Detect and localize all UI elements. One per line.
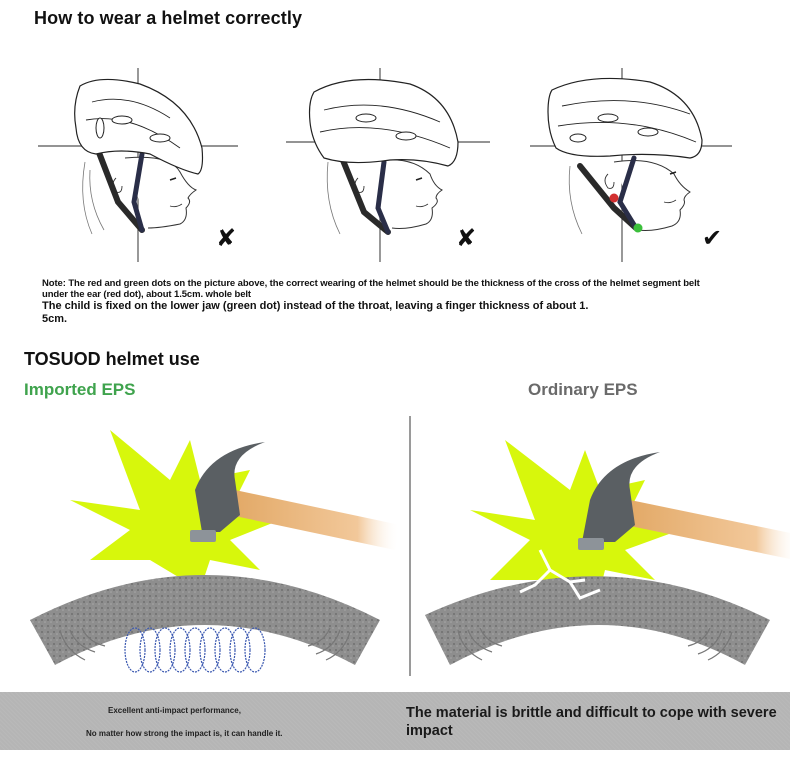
green-dot-marker	[633, 223, 643, 233]
helmet-ridges	[319, 104, 451, 149]
wrong-mark-icon: ✘	[456, 225, 476, 252]
eye	[169, 177, 177, 181]
helmet-vent	[597, 113, 619, 123]
helmet-vent	[111, 115, 133, 125]
helmet-vent	[569, 133, 587, 143]
hair-lines	[82, 161, 105, 235]
strap-front	[375, 159, 391, 235]
helmet-shell	[308, 78, 459, 167]
imported-eps-label: Imported EPS	[24, 380, 136, 399]
section-title: TOSUOD helmet use	[24, 349, 200, 369]
pressure-arrows-right	[687, 627, 733, 661]
footer-banner	[0, 692, 790, 750]
ordinary-eps-label: Ordinary EPS	[528, 380, 638, 399]
correct-mark-icon: ✔	[702, 225, 722, 252]
eps-foam-arc	[30, 575, 380, 665]
pressure-arrows-left	[457, 627, 503, 661]
face-outline	[369, 159, 443, 229]
mouth	[663, 199, 677, 204]
imported-eps-impact-illustration	[30, 430, 400, 673]
helmet-figure-wrong-back: ✘	[38, 68, 238, 262]
red-dot-marker	[609, 193, 619, 203]
helmet-vent	[149, 133, 171, 143]
pressure-arrows-left	[59, 627, 106, 661]
hammer-face	[578, 538, 604, 550]
helmet-vent	[355, 113, 377, 123]
ordinary-eps-impact-illustration	[425, 440, 790, 665]
hair-lines	[568, 165, 583, 235]
mouth	[415, 203, 429, 208]
face-outline	[613, 160, 691, 231]
eps-foam-arc	[425, 576, 770, 665]
note-text-large: The child is fixed on the lower jaw (gre…	[42, 300, 762, 326]
hammer-head	[582, 452, 660, 542]
strap-rear	[577, 163, 639, 231]
note-line-1: Note: The red and green dots on the pict…	[42, 278, 700, 289]
helmet-shell	[74, 78, 204, 175]
wrong-mark-icon: ✘	[216, 225, 236, 252]
strap-rear	[95, 147, 145, 233]
helmet-figure-wrong-forward: ✘	[286, 68, 490, 262]
note-text: Note: The red and green dots on the pict…	[42, 278, 762, 300]
note-line-2: under the ear (red dot), about 1.5cm. wh…	[42, 289, 251, 300]
helmet-figure-correct: ✔	[530, 68, 732, 262]
ear	[604, 173, 615, 189]
helmet-shell	[547, 77, 703, 159]
helmet-vent	[395, 131, 417, 141]
hammer-handle	[230, 490, 400, 550]
helmet-vent	[637, 127, 659, 137]
helmet-vent	[95, 117, 105, 139]
hair-lines	[326, 161, 341, 235]
hammer-face	[190, 530, 216, 542]
page-title: How to wear a helmet correctly	[34, 8, 303, 28]
face-outline	[124, 156, 198, 229]
strap-front	[617, 155, 639, 231]
eye	[415, 177, 423, 181]
hammer-handle	[625, 500, 790, 559]
impact-burst	[70, 430, 280, 590]
spring-coil	[124, 627, 266, 673]
divider	[409, 416, 411, 676]
imported-eps-caption-1: Excellent anti-impact performance,	[108, 706, 241, 715]
strap-front	[131, 151, 145, 233]
strap-rear	[339, 155, 391, 235]
note-line-3: The child is fixed on the lower jaw (gre…	[42, 300, 589, 312]
note-line-4: 5cm.	[42, 313, 68, 325]
helmet-ridges	[85, 98, 181, 149]
pressure-arrows-right	[307, 627, 351, 661]
ordinary-eps-caption: The material is brittle and difficult to…	[406, 705, 777, 739]
crack-lines	[519, 549, 601, 600]
helmet-ridges	[557, 100, 697, 143]
hammer-head	[195, 442, 265, 532]
imported-eps-caption-2: No matter how strong the impact is, it c…	[86, 729, 283, 738]
eye	[669, 171, 677, 175]
mouth	[169, 203, 183, 208]
impact-burst	[470, 440, 680, 610]
